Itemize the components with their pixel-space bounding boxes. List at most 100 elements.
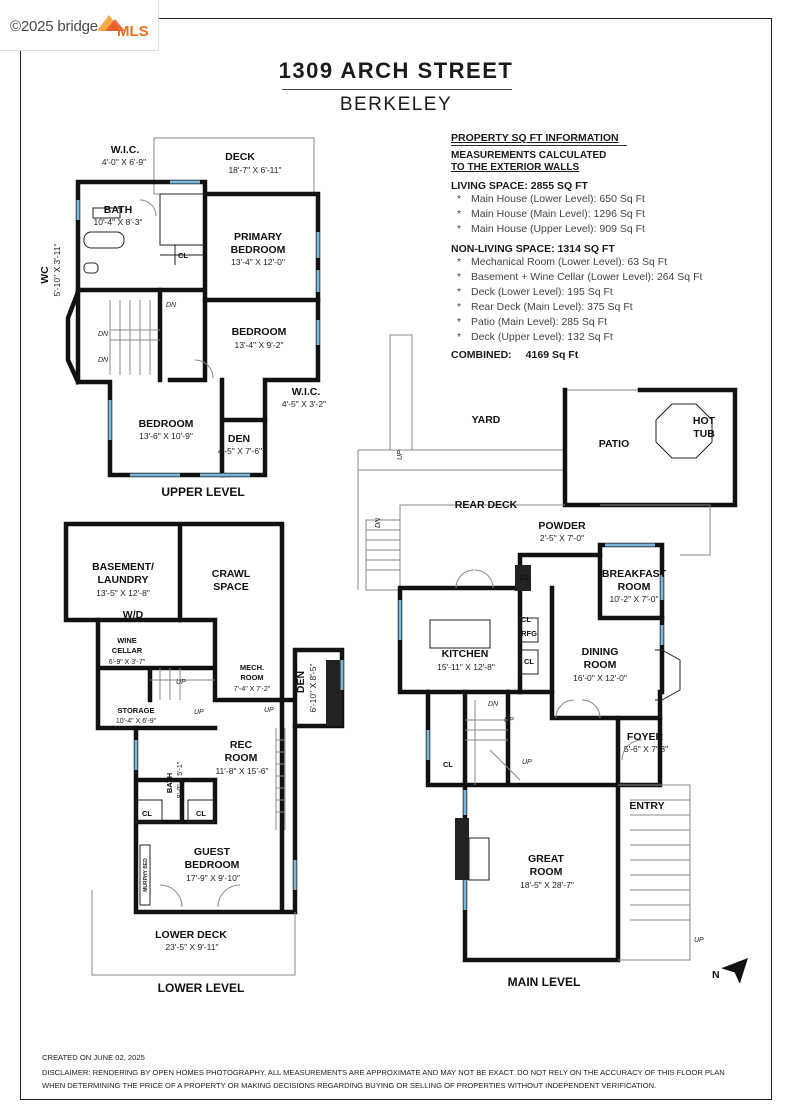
powder-label: POWDER [538, 520, 586, 532]
upper-level-plan: DECK 18'-7" X 6'-11" W.I.C. 4'-0" X 6'-9… [39, 137, 326, 499]
lower-den-dim: 6'-10" X 8'-5" [308, 664, 318, 713]
main-closet-label: CL [443, 760, 453, 769]
lower-door-swing [159, 884, 241, 908]
main-closet-label: CL [520, 573, 530, 582]
guest-bedroom-label: BEDROOM [185, 859, 240, 871]
watermark-text: ©2025 bridge [10, 18, 98, 35]
crawl-space-label: CRAWL [212, 568, 251, 580]
lower-fireplace [326, 660, 342, 726]
lower-level-plan: BASEMENT/ LAUNDRY 13'-5" X 12'-8" W/D CR… [63, 521, 345, 995]
rear-deck-stair-dn: DN [375, 517, 382, 528]
lower-closet [135, 799, 163, 823]
mech-room-label: ROOM [240, 673, 263, 682]
lower-walls-3 [133, 697, 298, 915]
kitchen-label: KITCHEN [442, 648, 489, 660]
disclaimer-line1: DISCLAIMER: RENDERING BY OPEN HOMES PHOT… [42, 1068, 725, 1077]
upper-wic-walls [159, 193, 205, 246]
kitchen-island [429, 619, 491, 649]
mech-room-label: MECH. [240, 663, 264, 672]
sqft-info-panel: PROPERTY SQ FT INFORMATION MEASUREMENTS … [451, 132, 751, 361]
upper-stair-dn: DN [98, 357, 109, 364]
main-stair-dn: DN [488, 701, 499, 708]
nonliving-item: *Patio (Main Level): 285 Sq Ft [457, 316, 607, 328]
mech-room-dim: 7'-4" X 7'-2" [234, 686, 271, 693]
rear-deck-stairs [365, 519, 401, 591]
basement-label: LAUNDRY [98, 574, 149, 586]
main-level-label: MAIN LEVEL [508, 975, 581, 989]
breakfast-label: ROOM [618, 581, 651, 593]
dining-label: DINING [582, 646, 619, 658]
info-note-line2: TO THE EXTERIOR WALLS [451, 162, 580, 173]
dining-dim: 16'-0" X 12'-0" [573, 673, 627, 683]
bridgemls-logo: MLS [97, 15, 149, 40]
main-closet [515, 565, 531, 591]
living-item: *Main House (Upper Level): 909 Sq Ft [457, 223, 645, 235]
upper-den-label: DEN [228, 433, 250, 445]
living-space-title: LIVING SPACE: 2855 SQ FT [451, 180, 588, 192]
storage-label: STORAGE [118, 706, 155, 715]
upper-closet [160, 245, 205, 265]
upper-door-swing [139, 199, 157, 217]
created-date: CREATED ON JUNE 02, 2025 [42, 1053, 145, 1062]
lower-bath-dim: 8'-0" X 5'-1" [177, 761, 184, 798]
great-room-dim: 18'-5" X 28'-7" [520, 880, 574, 890]
hot-tub [655, 403, 713, 459]
disclaimer-line2: WHEN DETERMINING THE PRICE OF A PROPERTY… [42, 1081, 657, 1090]
main-stair-up: UP [522, 759, 532, 766]
upper-deck-label: DECK [225, 151, 255, 163]
upper-wic2-label: W.I.C. [292, 386, 321, 398]
lower-stairs-2 [150, 668, 215, 700]
upper-bedroom3-dim: 13'-6" X 10'-9" [139, 431, 193, 441]
upper-walls [75, 179, 321, 303]
living-item: *Main House (Lower Level): 650 Sq Ft [457, 193, 645, 205]
wine-cellar-dim: 6'-9" X 3'-7" [109, 659, 146, 666]
storage-dim: 10'-4" X 6'-9" [116, 718, 157, 725]
page-frame [20, 18, 772, 1100]
upper-level-label: UPPER LEVEL [161, 485, 244, 499]
murphy-bed-label: MURPHY BED [143, 858, 149, 892]
upper-den-dim: 4'-5" X 7'-6" [218, 446, 262, 456]
entry-stair-up: UP [694, 937, 704, 944]
lower-deck-outline [91, 890, 296, 976]
upper-stairs [109, 300, 160, 375]
patio-walls [562, 387, 738, 508]
primary-bedroom-dim: 13'-4" X 12'-0" [231, 257, 285, 267]
lower-deck-label: LOWER DECK [155, 929, 227, 941]
crawl-space-label: SPACE [213, 581, 248, 593]
title-divider [282, 89, 512, 90]
living-item: *Main House (Main Level): 1296 Sq Ft [457, 208, 645, 220]
nonliving-item: *Deck (Lower Level): 195 Sq Ft [457, 286, 613, 298]
guest-bedroom-dim: 17'-9" X 9'-10" [186, 873, 240, 883]
great-room-label: ROOM [530, 866, 563, 878]
wine-cellar-label: WINE [117, 636, 137, 645]
basement-dim: 13'-5" X 12'-8" [96, 588, 150, 598]
upper-wc-label: WC [39, 266, 51, 284]
north-arrow-icon: N [712, 958, 748, 984]
upper-wic1-label: W.I.C. [111, 144, 140, 156]
yard-stair-up: UP [397, 450, 404, 460]
breakfast-label: BREAKFAST [602, 568, 667, 580]
upper-bedroom2-dim: 13'-4" X 9'-2" [235, 340, 284, 350]
main-door-swing [455, 569, 643, 761]
lower-stair-up: UP [194, 709, 204, 716]
breakfast-dim: 10'-2" X 7'-0" [610, 594, 659, 604]
foyer-label: FOYER [627, 731, 664, 743]
great-room-hearth [468, 837, 490, 881]
hot-tub-label: TUB [693, 428, 715, 440]
dining-bay [655, 649, 681, 701]
upper-den-walls [219, 377, 268, 478]
upper-wic2-dim: 4'-5" X 3'-2" [282, 399, 326, 409]
murphy-bed [139, 844, 151, 906]
pantry [519, 649, 539, 675]
upper-wic1-dim: 4'-0" X 6'-9" [102, 157, 146, 167]
upper-bay [65, 289, 81, 385]
main-stairs [465, 700, 521, 785]
powder-dim: 2'-5" X 7'-0" [540, 533, 584, 543]
lower-walls-2 [95, 617, 285, 731]
washer-dryer-label: W/D [123, 609, 144, 621]
nonliving-space-title: NON-LIVING SPACE: 1314 SQ FT [451, 243, 615, 255]
lower-walls [63, 521, 345, 729]
lower-closet-label: CL [142, 809, 152, 818]
dining-label: ROOM [584, 659, 617, 671]
upper-bedroom2-label: BEDROOM [232, 326, 287, 338]
